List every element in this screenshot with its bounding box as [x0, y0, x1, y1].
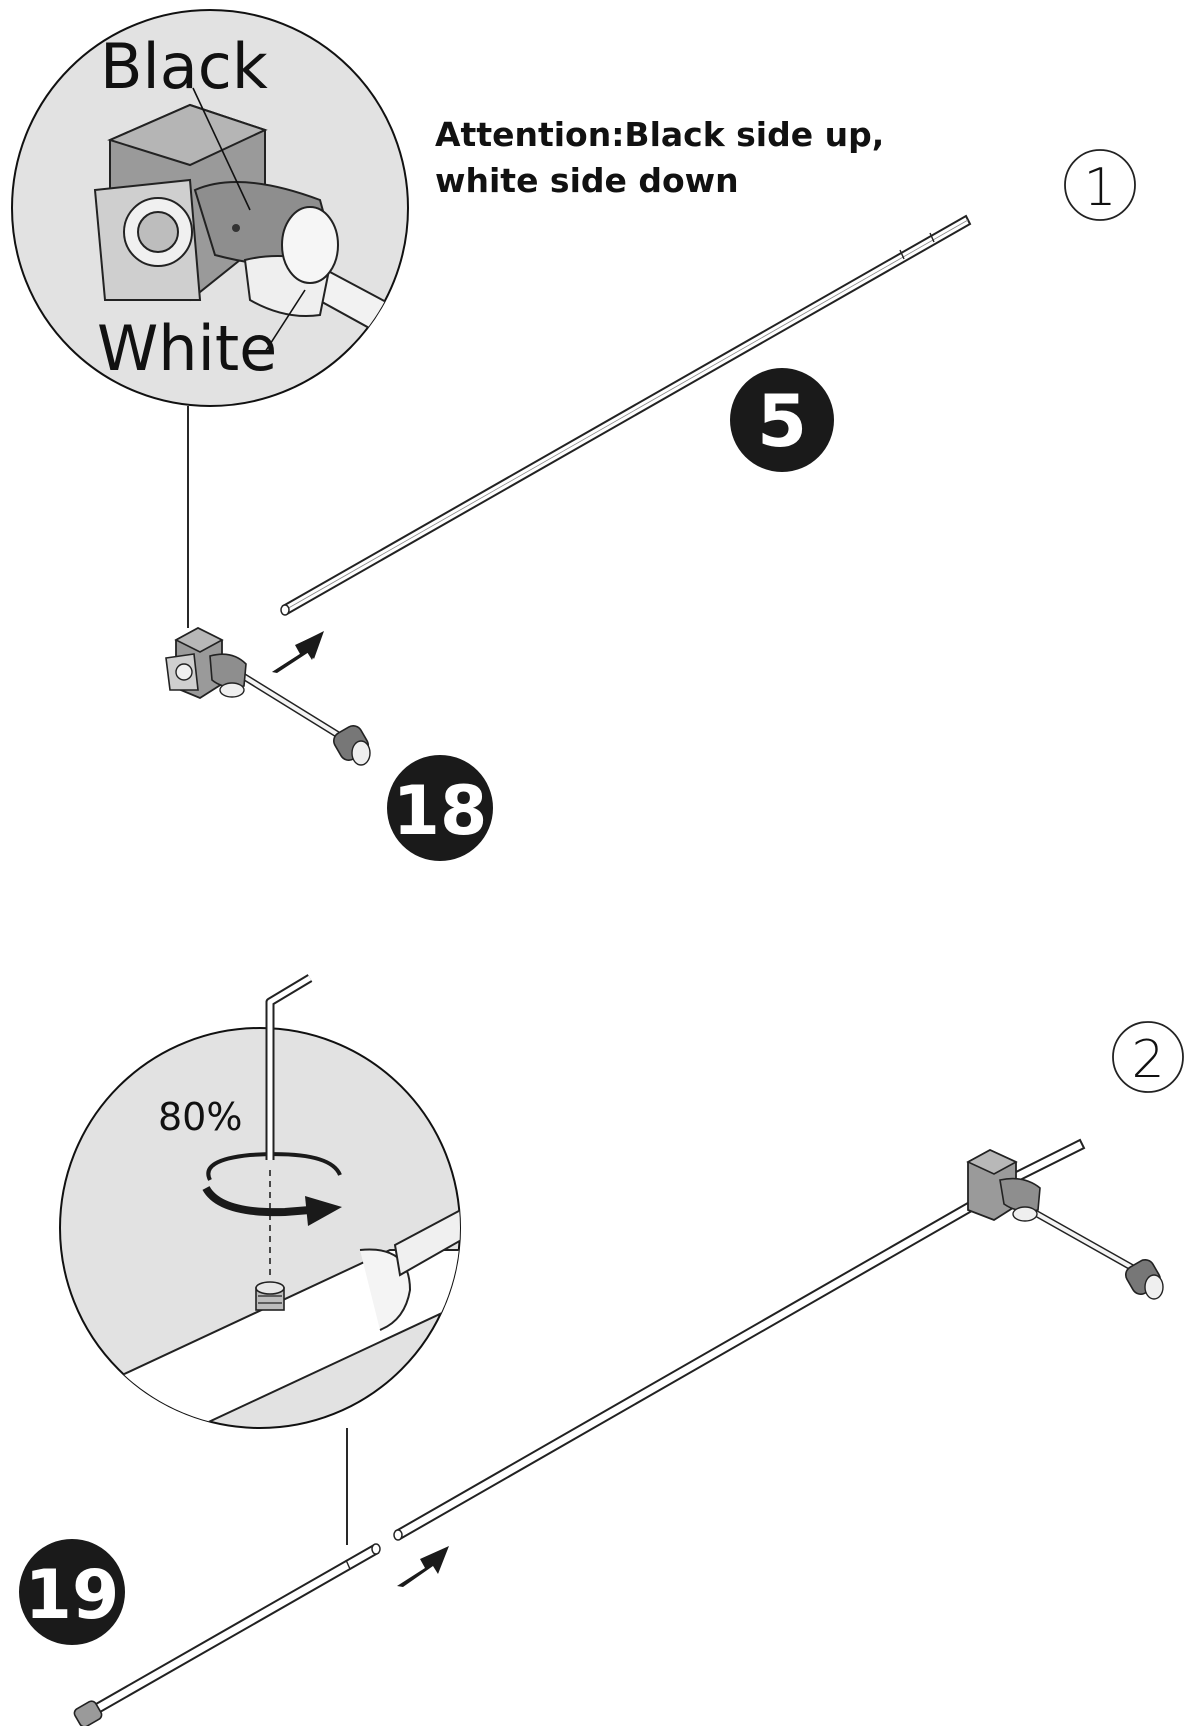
cam-lock-closeup [89, 1170, 460, 1428]
hex-key-icon [265, 974, 313, 1160]
svg-text:19: 19 [25, 1556, 120, 1635]
arrow-icon [272, 631, 324, 673]
connector-part-18 [165, 626, 371, 766]
step-number-1: 1 [1064, 149, 1136, 221]
svg-text:1: 1 [1083, 158, 1116, 218]
rod-part-5-assembled [393, 1194, 986, 1541]
attention-note: Attention:Black side up, white side down [435, 112, 955, 204]
step-number-2: 2 [1112, 1021, 1184, 1093]
step-1: 1 [11, 9, 1136, 861]
white-label: White [97, 312, 277, 385]
arrow-icon [397, 1546, 449, 1587]
black-label: Black [100, 30, 268, 103]
svg-text:18: 18 [393, 772, 488, 851]
tightening-callout: 80% [59, 1027, 461, 1545]
part-badge-19: 19 [19, 1539, 125, 1645]
part-badge-5: 5 [730, 368, 834, 472]
attention-line-2: white side down [435, 161, 739, 200]
step-2: 2 80% [19, 974, 1184, 1726]
rotation-arrow-icon [202, 1152, 342, 1226]
assembled-connector [966, 1138, 1164, 1300]
orientation-callout: Black White [11, 9, 409, 628]
svg-text:2: 2 [1131, 1030, 1164, 1090]
tighten-percent-label: 80% [158, 1095, 242, 1139]
rod-part-5 [280, 214, 972, 616]
attention-line-1: Attention:Black side up, [435, 115, 885, 154]
rod-part-19 [73, 1543, 381, 1726]
part-badge-18: 18 [387, 755, 493, 861]
svg-text:5: 5 [757, 379, 807, 463]
